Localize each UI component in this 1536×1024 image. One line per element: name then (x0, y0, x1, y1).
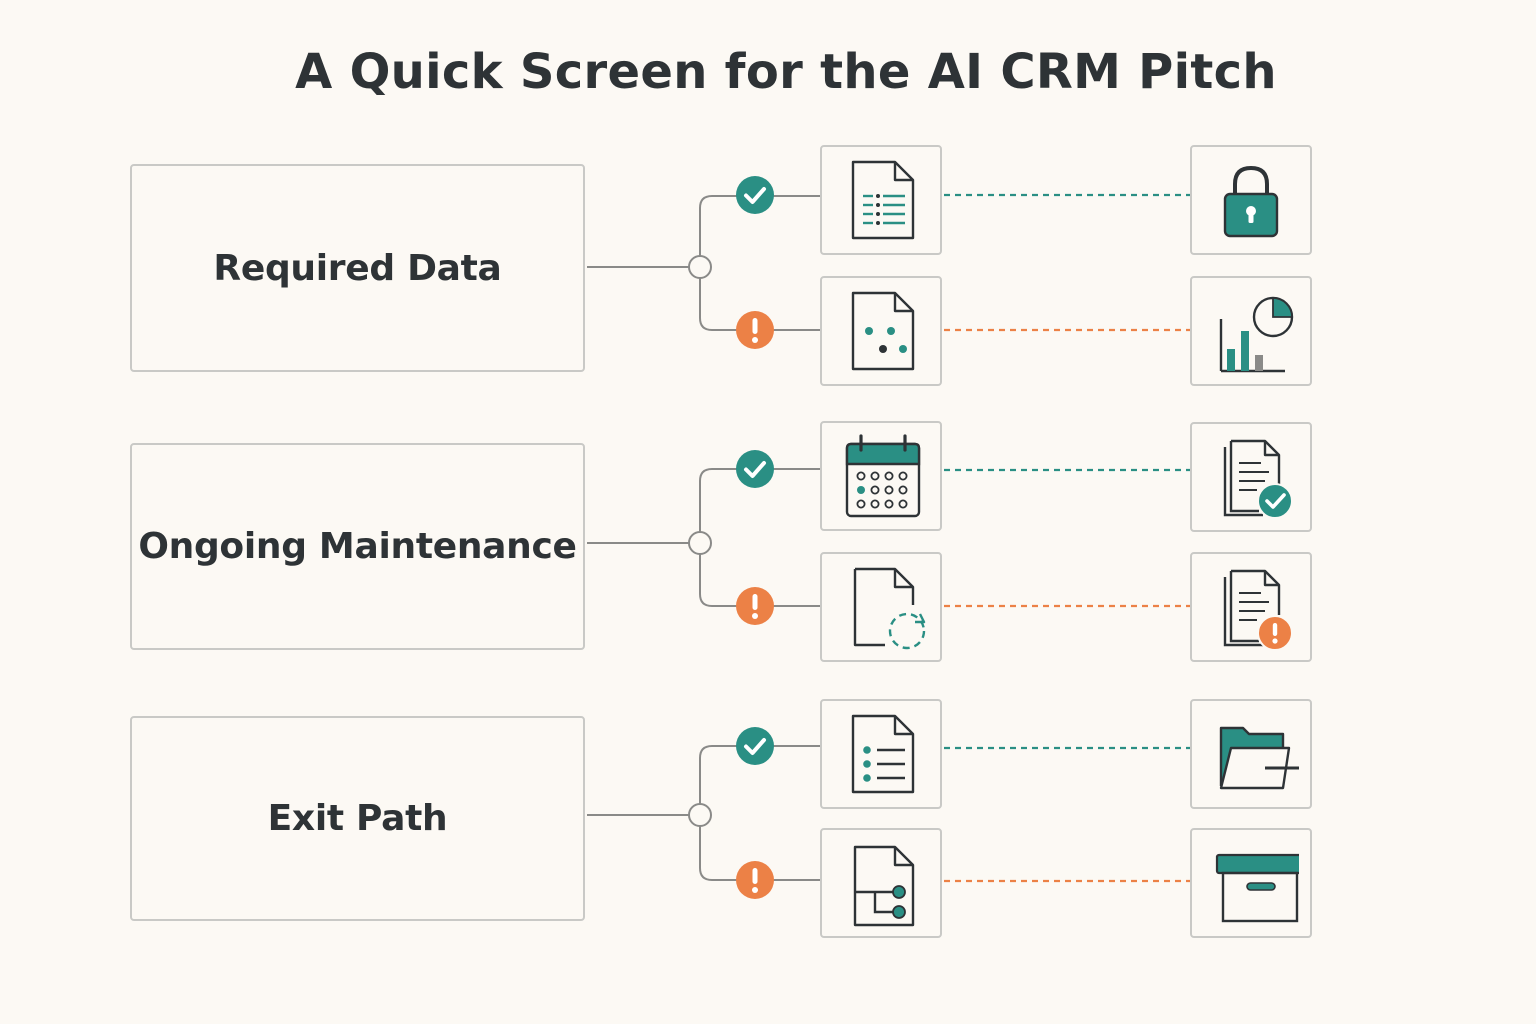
documents-approved-icon (1223, 439, 1293, 519)
category-label: Ongoing Maintenance (138, 526, 577, 567)
documents-warning-icon (1223, 569, 1293, 651)
tile-scattered-data (820, 276, 942, 386)
category-box-ongoing-maintenance: Ongoing Maintenance (130, 443, 585, 650)
tile-documents-approved (1190, 422, 1312, 532)
document-sync-icon (853, 567, 926, 650)
lock-icon (1223, 165, 1279, 238)
tile-documents-warning (1190, 552, 1312, 662)
tile-document-list (820, 145, 942, 255)
junction-node (688, 531, 712, 555)
alert-badge-icon (736, 861, 774, 899)
category-label: Required Data (213, 247, 502, 289)
analytics-chart-icon (1219, 296, 1294, 373)
tile-folder-export (1190, 699, 1312, 809)
tile-archive-box (1190, 828, 1312, 938)
document-checklist-icon (851, 714, 915, 794)
archive-box-icon (1215, 853, 1299, 923)
document-list-icon (851, 160, 915, 240)
tile-lock (1190, 145, 1312, 255)
check-badge-icon (736, 176, 774, 214)
tile-document-sync (820, 552, 942, 662)
check-badge-icon (736, 727, 774, 765)
junction-node (688, 255, 712, 279)
scattered-data-document-icon (851, 291, 915, 371)
alert-badge-icon (736, 587, 774, 625)
tile-document-checklist (820, 699, 942, 809)
category-box-required-data: Required Data (130, 164, 585, 372)
tile-analytics-chart (1190, 276, 1312, 386)
tile-document-branch (820, 828, 942, 938)
calendar-icon (845, 434, 921, 518)
folder-export-icon (1219, 726, 1299, 790)
diagram-title: A Quick Screen for the AI CRM Pitch (295, 44, 1277, 100)
category-label: Exit Path (267, 798, 448, 839)
check-badge-icon (736, 450, 774, 488)
category-box-exit-path: Exit Path (130, 716, 585, 921)
document-branch-icon (853, 845, 915, 927)
alert-badge-icon (736, 311, 774, 349)
tile-calendar (820, 421, 942, 531)
junction-node (688, 803, 712, 827)
